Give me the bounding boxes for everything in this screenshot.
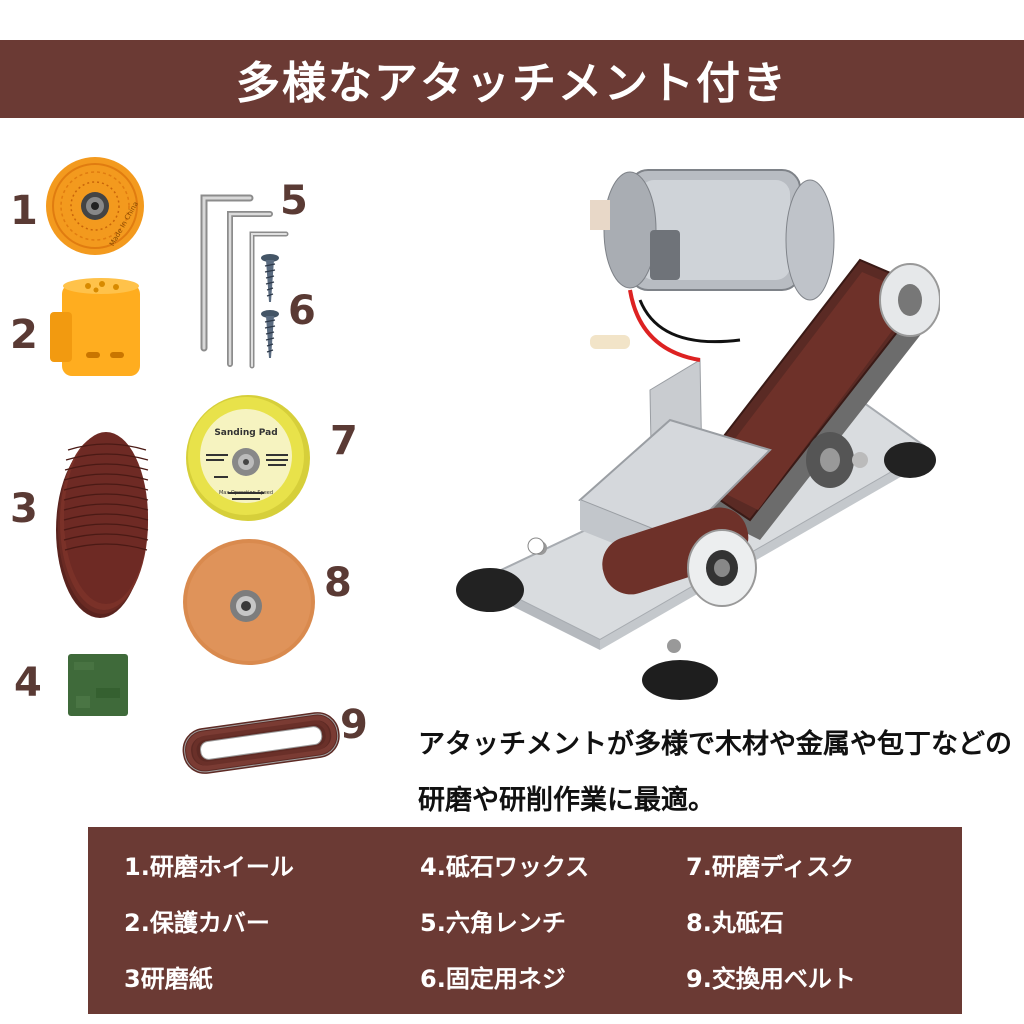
number-4: 4 xyxy=(14,660,42,706)
description-line-1: アタッチメントが多様で木材や金属や包丁などの xyxy=(418,729,1012,760)
hex-wrenches xyxy=(190,190,290,370)
number-8: 8 xyxy=(324,560,352,606)
pad-title: Sanding Pad xyxy=(214,428,278,438)
number-3: 3 xyxy=(10,486,38,532)
pad-speed: Max Operation Speed xyxy=(218,490,274,496)
legend-item-5: 5.六角レンチ xyxy=(420,909,566,937)
number-2: 2 xyxy=(10,312,38,358)
replacement-belts xyxy=(176,700,346,784)
legend-item-3: 3研磨紙 xyxy=(124,965,213,993)
sanding-pad: Sanding Pad Max Operation Speed xyxy=(184,392,312,522)
belt-sander-machine xyxy=(440,150,941,710)
sandpaper-stack xyxy=(54,420,150,620)
title-banner: 多様なアタッチメント付き xyxy=(0,40,1024,118)
grinding-stone xyxy=(182,538,316,666)
number-6: 6 xyxy=(288,288,316,334)
number-7: 7 xyxy=(330,418,358,464)
number-1: 1 xyxy=(10,188,38,234)
number-9: 9 xyxy=(340,702,368,748)
fixing-screws xyxy=(258,250,282,360)
legend-item-8: 8.丸砥石 xyxy=(686,909,784,937)
legend-item-6: 6.固定用ネジ xyxy=(420,965,566,993)
legend-item-7: 7.研磨ディスク xyxy=(686,853,855,881)
legend-item-4: 4.砥石ワックス xyxy=(420,853,590,881)
polishing-wax xyxy=(66,652,130,718)
legend-item-9: 9.交換用ベルト xyxy=(686,965,856,993)
accessory-legend: 1.研磨ホイール 2.保護カバー 3研磨紙 4.砥石ワックス 5.六角レンチ 6… xyxy=(88,827,962,1014)
protective-cover xyxy=(48,274,144,380)
legend-item-1: 1.研磨ホイール xyxy=(124,853,294,881)
description-line-2: 研磨や研削作業に最適。 xyxy=(418,785,715,816)
polishing-wheel: Made In China xyxy=(44,155,146,257)
banner-title: 多様なアタッチメント付き xyxy=(236,58,788,109)
legend-item-2: 2.保護カバー xyxy=(124,909,270,937)
number-5: 5 xyxy=(280,178,308,224)
